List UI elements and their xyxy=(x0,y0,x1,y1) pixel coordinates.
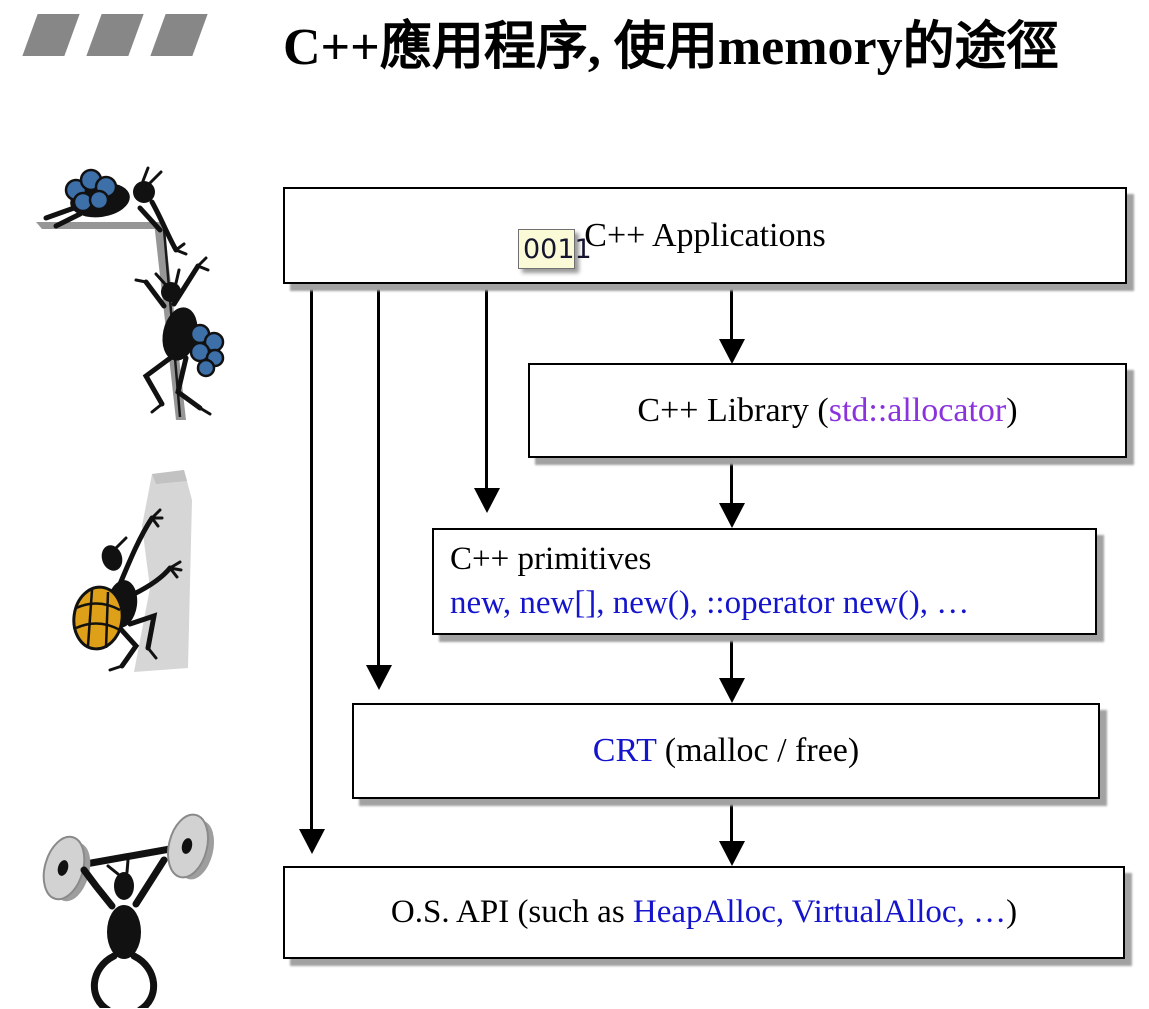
os-apis-text: HeapAlloc, VirtualAlloc, … xyxy=(632,894,1007,930)
lib-suffix-text: ) xyxy=(1006,391,1018,429)
arrowhead-crt-to-os xyxy=(719,841,745,866)
decor-parallelogram xyxy=(150,14,208,56)
arrow-app-to-crt xyxy=(377,284,380,665)
arrowhead-app-to-prim xyxy=(474,488,500,513)
arrow-lib-to-prim xyxy=(730,459,733,503)
arrow-prim-to-crt xyxy=(730,637,733,678)
counter-badge: 0011 xyxy=(518,229,592,269)
primitives-title-text: C++ primitives xyxy=(450,540,652,577)
crt-suffix-text: (malloc / free) xyxy=(656,732,860,769)
arrowhead-app-to-os xyxy=(299,829,325,854)
os-prefix-text: O.S. API (such as xyxy=(390,894,633,930)
decor-parallelogram xyxy=(86,14,144,56)
arrowhead-app-to-crt xyxy=(366,665,392,690)
lib-prefix-text: C++ Library ( xyxy=(637,391,829,429)
std-allocator-text: std::allocator xyxy=(828,391,1007,429)
decor-parallelogram xyxy=(22,14,80,56)
box-cpp-library: C++ Library (std::allocator) xyxy=(528,363,1127,458)
box-os-api: O.S. API (such as HeapAlloc, VirtualAllo… xyxy=(283,866,1125,959)
arrowhead-lib-to-prim xyxy=(719,503,745,528)
primitives-detail-text: new, new[], new(), ::operator new(), … xyxy=(450,584,970,621)
box-cpp-applications-label: C++ Applications xyxy=(584,216,826,254)
box-cpp-library-label: C++ Library (std::allocator) xyxy=(637,392,1017,430)
box-crt: CRT (malloc / free) xyxy=(352,703,1100,799)
arrowhead-prim-to-crt xyxy=(719,678,745,703)
arrow-app-to-lib xyxy=(730,284,733,339)
box-crt-label: CRT (malloc / free) xyxy=(593,732,859,770)
weightlifter-ant-clipart xyxy=(42,813,215,1008)
arrowhead-app-to-lib xyxy=(719,339,745,364)
os-suffix-text: ) xyxy=(1006,894,1018,930)
title-decor-bars xyxy=(22,14,208,56)
box-cpp-applications: C++ Applications xyxy=(283,187,1127,284)
cliff-climber-clipart xyxy=(72,470,192,672)
crt-name-text: CRT xyxy=(592,732,657,769)
slide-title: C++應用程序, 使用memory的途徑 xyxy=(283,19,1059,76)
climbing-ants-clipart xyxy=(36,166,225,420)
arrow-app-to-prim xyxy=(485,284,488,488)
box-os-api-label: O.S. API (such as HeapAlloc, VirtualAllo… xyxy=(391,894,1017,931)
arrow-crt-to-os xyxy=(730,800,733,841)
arrow-app-to-os xyxy=(310,284,313,829)
box-cpp-primitives: C++ primitives new, new[], new(), ::oper… xyxy=(432,528,1097,635)
